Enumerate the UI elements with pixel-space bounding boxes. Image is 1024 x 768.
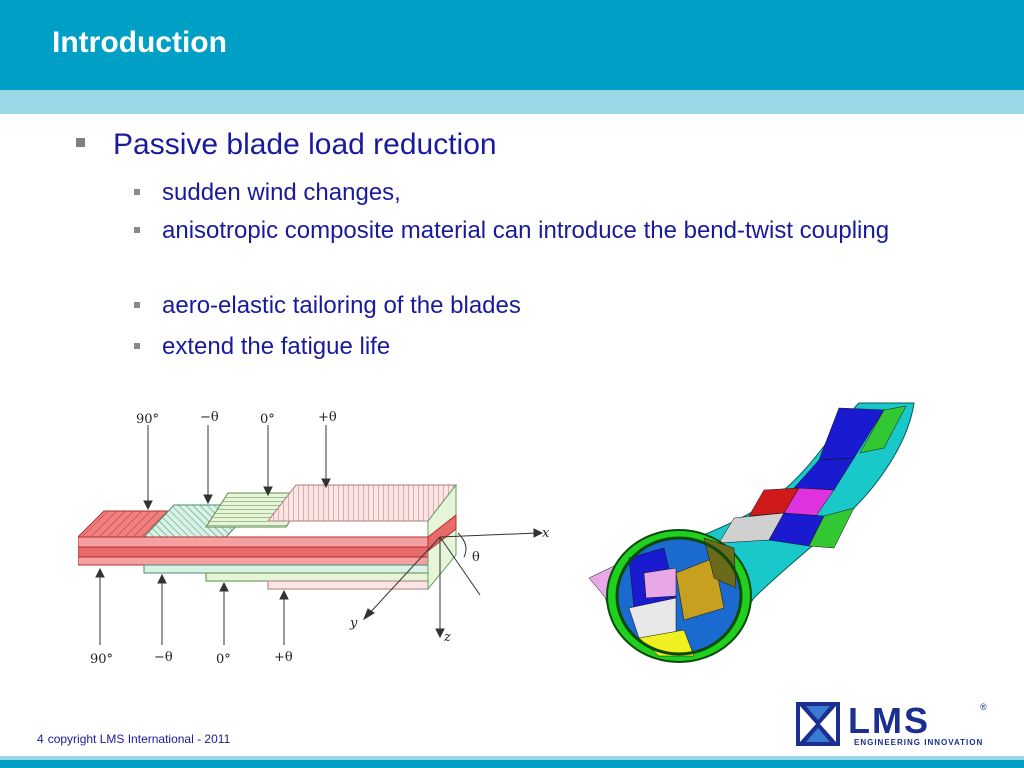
bottom-label: 0° bbox=[216, 652, 231, 667]
title-bar bbox=[0, 0, 1024, 90]
laminate-diagram: 90° −θ 0° +θ 90° −θ 0° +θ x y z θ bbox=[76, 405, 554, 667]
logo-word: LMS bbox=[848, 700, 930, 741]
bullet-main-text: Passive blade load reduction bbox=[113, 128, 497, 161]
bottom-label: +θ bbox=[274, 650, 293, 665]
top-label: +θ bbox=[318, 410, 337, 425]
axis-y-label: y bbox=[349, 616, 358, 631]
square-bullet-icon bbox=[134, 227, 140, 233]
footer-stripe bbox=[0, 756, 1024, 760]
slide-title: Introduction bbox=[52, 26, 227, 59]
sub-bullet-text: anisotropic composite material can intro… bbox=[162, 217, 890, 244]
square-bullet-icon bbox=[134, 302, 140, 308]
square-bullet-icon bbox=[134, 189, 140, 195]
lms-logo-icon bbox=[796, 702, 840, 746]
logo-tagline: ENGINEERING INNOVATION bbox=[854, 738, 984, 747]
lms-logo: LMS ® ENGINEERING INNOVATION bbox=[796, 700, 996, 750]
top-label: −θ bbox=[200, 410, 219, 425]
top-label: 90° bbox=[136, 412, 159, 427]
bottom-label: 90° bbox=[90, 652, 113, 667]
blade-fe-model-image bbox=[584, 398, 944, 676]
title-stripe bbox=[0, 90, 1024, 114]
laminate-layers bbox=[76, 483, 458, 591]
logo-registered-mark: ® bbox=[980, 702, 987, 712]
axis-z-label: z bbox=[443, 630, 451, 645]
sub-bullet-text: extend the fatigue life bbox=[162, 333, 391, 360]
copyright-text: copyright LMS International - 2011 bbox=[47, 732, 231, 746]
footer-bar bbox=[0, 760, 1024, 768]
bottom-label: −θ bbox=[154, 650, 173, 665]
axis-x-label: x bbox=[542, 526, 550, 541]
ply-plus-theta-top bbox=[266, 484, 458, 522]
sub-bullet-text: sudden wind changes, bbox=[162, 179, 401, 206]
angle-label: θ bbox=[472, 550, 480, 565]
page-number: 4 bbox=[37, 732, 44, 746]
square-bullet-icon bbox=[76, 138, 85, 147]
sub-bullet-text: aero-elastic tailoring of the blades bbox=[162, 292, 521, 319]
square-bullet-icon bbox=[134, 343, 140, 349]
top-label: 0° bbox=[260, 412, 275, 427]
